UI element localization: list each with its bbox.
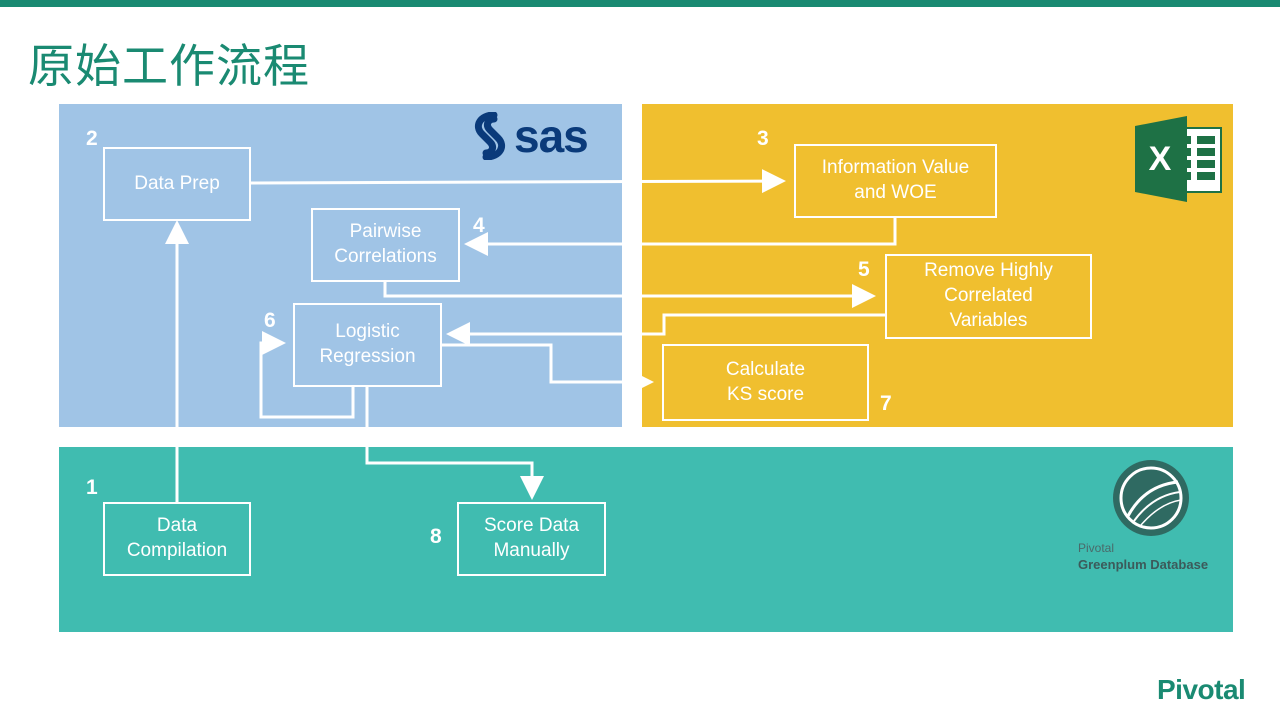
step-number-6: 6: [264, 309, 276, 332]
arrow-prep-to-infovalue: [250, 169, 786, 194]
step-number-5: 5: [858, 258, 870, 281]
greenplum-logo: [1108, 458, 1194, 542]
excel-logo: X: [1135, 116, 1223, 206]
arrow-logistic-to-score: [365, 387, 544, 500]
arrow-logistic-loop: [259, 331, 355, 419]
step-number-2: 2: [86, 127, 98, 150]
sas-wordmark: sas: [514, 110, 589, 162]
arrow-logistic-to-ks: [441, 343, 654, 394]
step-number-1: 1: [86, 476, 98, 499]
greenplum-sphere-icon: [1113, 460, 1189, 536]
arrow-pairwise-to-remove: [383, 281, 876, 308]
arrow-remove-to-logistic: [446, 313, 885, 346]
excel-region: [642, 104, 1233, 427]
step-number-8: 8: [430, 525, 442, 548]
excel-icon: X: [1135, 116, 1222, 202]
step-number-4: 4: [473, 214, 485, 237]
slide-title: 原始工作流程: [28, 39, 310, 93]
sas-region: [59, 104, 622, 427]
top-accent-bar: [0, 0, 1280, 7]
excel-letter: X: [1149, 140, 1172, 178]
step-number-3: 3: [757, 127, 769, 150]
greenplum-brand-line1: Pivotal: [1078, 541, 1115, 555]
arrow-infovalue-to-pairwise: [464, 217, 897, 256]
sas-logo: sas: [470, 110, 589, 162]
sas-swirl-icon: [475, 112, 505, 160]
greenplum-brand-line2: Greenplum Database: [1078, 557, 1209, 572]
step-number-7: 7: [880, 392, 892, 415]
pivotal-footer-logo: Pivotal: [1157, 674, 1246, 705]
greenplum-region: [59, 447, 1233, 632]
step-box-data-prep: Data Prep: [103, 147, 251, 221]
